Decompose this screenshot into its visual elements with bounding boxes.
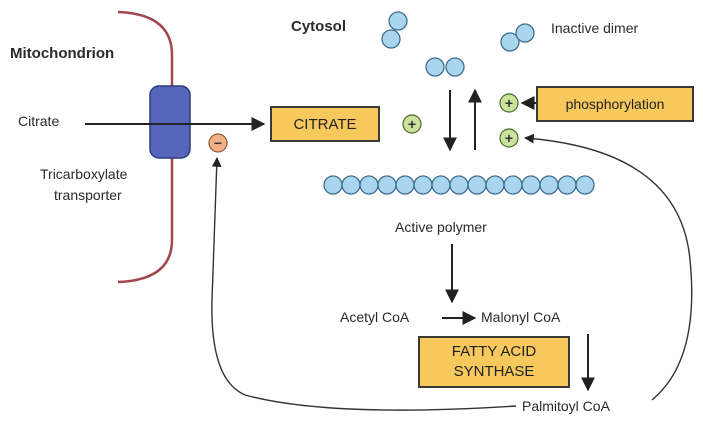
phosphorylation-box-label: phosphorylation — [565, 96, 665, 112]
malonyl-coa-label: Malonyl CoA — [481, 309, 561, 325]
minus-symbol — [208, 133, 228, 153]
active-polymer-chain — [323, 175, 595, 195]
inactive-dimer-right — [500, 23, 535, 52]
plus-symbol-citrate — [402, 114, 422, 134]
inactive-dimer-label: Inactive dimer — [551, 20, 639, 36]
plus-glyph-citrate: + — [408, 116, 416, 132]
cytosol-label: Cytosol — [291, 18, 347, 35]
fas-label-line1: FATTY ACID — [451, 343, 537, 360]
plus-glyph-lower: + — [505, 130, 513, 146]
fatty-acid-synthase-box: FATTY ACID SYNTHASE — [418, 336, 570, 388]
fas-label-line2: SYNTHASE — [453, 363, 535, 380]
tricarboxylate-transporter — [149, 85, 191, 159]
transporter-label-line1: Tricarboxylate — [40, 166, 128, 182]
citrate-box-label: CITRATE — [293, 115, 357, 133]
plus-glyph-upper: + — [505, 95, 513, 111]
active-polymer-label: Active polymer — [395, 219, 487, 235]
phosphorylation-box: phosphorylation — [536, 86, 694, 122]
mitochondrion-label: Mitochondrion — [10, 45, 115, 62]
inactive-dimer-left — [381, 11, 408, 49]
plus-symbol-upper — [499, 93, 519, 113]
minus-glyph: − — [214, 135, 222, 151]
transporter-label-line2: transporter — [54, 187, 122, 203]
acetyl-coa-label: Acetyl CoA — [340, 309, 410, 325]
palmitoyl-feedback-right — [524, 133, 693, 401]
inactive-dimer-center — [425, 57, 465, 77]
plus-symbol-lower — [499, 128, 519, 148]
citrate-source-label: Citrate — [18, 113, 60, 129]
citrate-box: CITRATE — [270, 106, 380, 142]
palmitoyl-feedback-left — [211, 157, 517, 411]
palmitoyl-coa-label: Palmitoyl CoA — [522, 398, 610, 414]
